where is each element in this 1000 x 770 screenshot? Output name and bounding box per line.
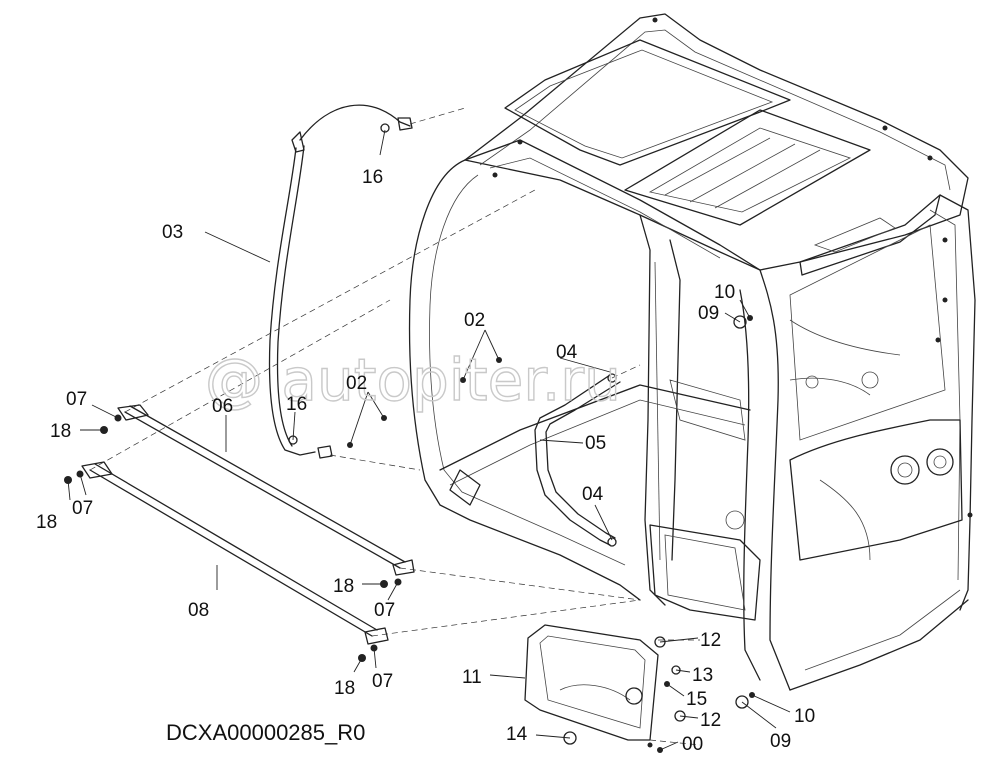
- callout-03: 03: [162, 222, 183, 243]
- callout-04: 04: [556, 342, 578, 363]
- callout-10: 10: [714, 282, 735, 303]
- callout-18: 18: [36, 512, 57, 533]
- callout-02: 02: [464, 310, 485, 331]
- callout-09: 09: [770, 731, 791, 752]
- callout-07: 07: [66, 389, 87, 410]
- leader-lines: [67, 129, 791, 751]
- callout-08: 08: [188, 600, 209, 621]
- callout-06: 06: [212, 396, 233, 417]
- callout-10: 10: [794, 706, 815, 727]
- part-05-handle: [534, 373, 621, 547]
- part-03-curved-rail: [268, 104, 413, 459]
- callout-12: 12: [700, 630, 721, 651]
- callout-16: 16: [286, 394, 307, 415]
- callout-13: 13: [692, 665, 713, 686]
- callout-18: 18: [334, 678, 355, 699]
- callout-02: 02: [346, 373, 367, 394]
- part-08-strut: [81, 461, 389, 645]
- callout-07: 07: [372, 671, 393, 692]
- drawing-code: DCXA00000285_R0: [166, 720, 365, 745]
- callout-07: 07: [72, 498, 93, 519]
- assembly-lines: [89, 107, 701, 746]
- callout-09: 09: [698, 303, 719, 324]
- callout-07: 07: [374, 600, 395, 621]
- cab-frame: [408, 13, 976, 691]
- callout-18: 18: [333, 576, 354, 597]
- callout-16: 16: [362, 167, 383, 188]
- callout-04: 04: [582, 484, 604, 505]
- callout-14: 14: [506, 724, 528, 745]
- callout-15: 15: [686, 689, 707, 710]
- callout-12: 12: [700, 710, 721, 731]
- callout-18: 18: [50, 421, 71, 442]
- callout-11: 11: [462, 667, 482, 688]
- watermark-text: @ autopiter.ru: [205, 346, 621, 414]
- part-06-strut: [117, 404, 415, 576]
- callout-05: 05: [585, 433, 606, 454]
- callout-labels: 16 03 02 04 02 16 07 06 18 05 18 07 04 1…: [36, 167, 815, 755]
- callout-00: 00: [682, 734, 703, 755]
- part-11-panel: [524, 624, 659, 741]
